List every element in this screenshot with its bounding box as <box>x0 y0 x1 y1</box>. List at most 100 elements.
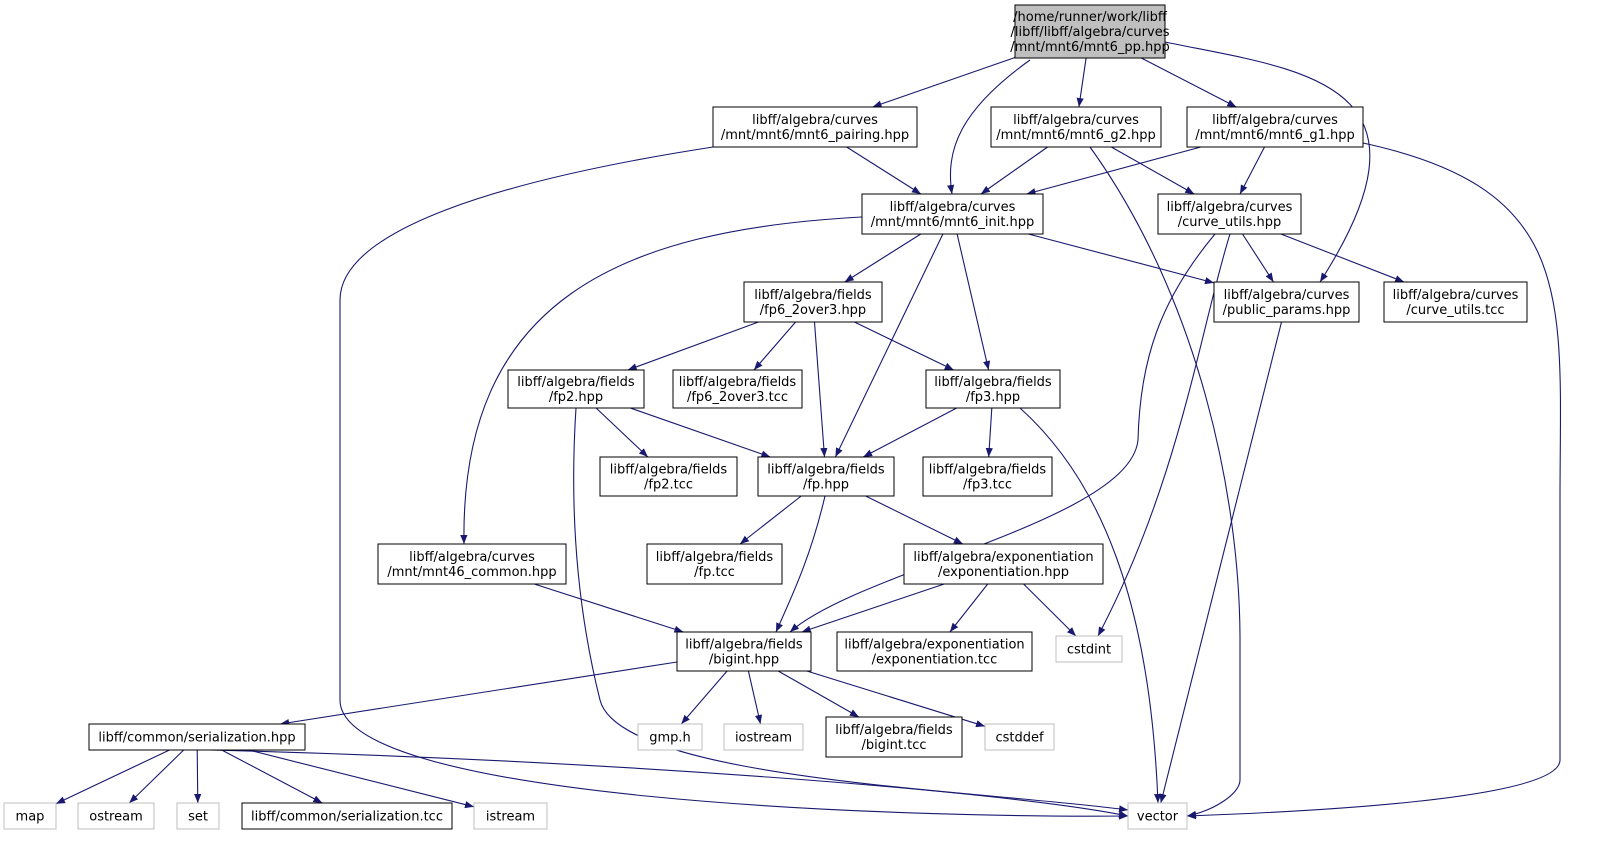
node-fp3_tcc[interactable]: libff/algebra/fields/fp3.tcc <box>922 456 1053 497</box>
node-label-fp_tcc-line1: /fp.tcc <box>694 565 735 580</box>
node-label-fp-line1: /fp.hpp <box>803 478 849 493</box>
node-set[interactable]: set <box>176 802 220 830</box>
nodes-layer: /home/runner/work/libff/libff/libff/alge… <box>3 4 1528 830</box>
node-label-fp6_tcc-line1: /fp6_2over3.tcc <box>687 390 788 405</box>
node-label-fp2-line1: /fp2.hpp <box>549 390 603 405</box>
edge-init-to-public_params <box>1028 233 1215 285</box>
node-box-fp_tcc <box>646 543 783 585</box>
node-cstddef[interactable]: cstddef <box>984 723 1055 751</box>
node-box-pairing <box>712 106 918 148</box>
edge-serialization-to-map <box>55 749 170 805</box>
edge-serialization-to-serialization_tcc <box>221 749 323 804</box>
node-init[interactable]: libff/algebra/curves/mnt/mnt6/mnt6_init.… <box>861 193 1044 235</box>
node-iostream[interactable]: iostream <box>723 723 804 751</box>
node-mnt46[interactable]: libff/algebra/curves/mnt/mnt46_common.hp… <box>377 543 567 585</box>
node-box-init <box>861 193 1044 235</box>
node-label-curve_utils_tcc-line1: /curve_utils.tcc <box>1406 303 1504 318</box>
edge-expo-to-expo_tcc <box>949 583 989 633</box>
edge-g2-to-init <box>980 146 1048 195</box>
node-label-fp3-line1: /fp3.hpp <box>966 390 1020 405</box>
node-label-root-line0: /home/runner/work/libff <box>1013 10 1168 25</box>
edge-fp6-to-fp3 <box>854 321 954 371</box>
node-label-fp2_tcc-line1: /fp2.tcc <box>644 478 693 493</box>
node-label-fp_tcc-line0: libff/algebra/fields <box>656 550 774 565</box>
edge-root-to-g1 <box>1141 57 1237 108</box>
node-label-g1-line1: /mnt/mnt6/mnt6_g1.hpp <box>1195 128 1355 143</box>
node-serialization[interactable]: libff/common/serialization.hpp <box>88 723 306 751</box>
node-vector[interactable]: vector <box>1127 802 1188 830</box>
edge-fp-to-bigint <box>775 495 826 633</box>
node-serialization_tcc[interactable]: libff/common/serialization.tcc <box>241 802 453 830</box>
node-box-map <box>3 802 57 830</box>
node-label-fp3_tcc-line1: /fp3.tcc <box>963 478 1012 493</box>
node-g2[interactable]: libff/algebra/curves/mnt/mnt6/mnt6_g2.hp… <box>990 106 1162 148</box>
node-g1[interactable]: libff/algebra/curves/mnt/mnt6/mnt6_g1.hp… <box>1186 106 1364 148</box>
node-fp_tcc[interactable]: libff/algebra/fields/fp.tcc <box>646 543 783 585</box>
node-map[interactable]: map <box>3 802 57 830</box>
node-curve_utils[interactable]: libff/algebra/curves/curve_utils.hpp <box>1157 193 1302 235</box>
node-expo_tcc[interactable]: libff/algebra/exponentiation/exponentiat… <box>836 631 1033 672</box>
node-pairing[interactable]: libff/algebra/curves/mnt/mnt6/mnt6_pairi… <box>712 106 918 148</box>
node-box-fp <box>757 456 895 497</box>
edge-fp3-to-vector <box>1019 407 1162 804</box>
edge-bigint-to-gmp <box>680 670 728 725</box>
edge-bigint-to-iostream <box>747 670 763 725</box>
node-bigint[interactable]: libff/algebra/fields/bigint.hpp <box>676 631 812 672</box>
node-fp6_tcc[interactable]: libff/algebra/fields/fp6_2over3.tcc <box>672 369 803 409</box>
node-box-fp6_tcc <box>672 369 803 409</box>
node-label-init-line0: libff/algebra/curves <box>890 200 1016 215</box>
node-gmp[interactable]: gmp.h <box>637 723 703 751</box>
node-box-public_params <box>1213 281 1360 323</box>
edge-fp3-to-fp3_tcc <box>985 407 993 458</box>
node-box-fp6 <box>743 281 883 323</box>
node-label-expo_tcc-line0: libff/algebra/exponentiation <box>844 638 1024 653</box>
node-fp2[interactable]: libff/algebra/fields/fp2.hpp <box>507 369 645 409</box>
node-label-fp6-line1: /fp6_2over3.hpp <box>760 303 866 318</box>
node-box-serialization_tcc <box>241 802 453 830</box>
node-box-gmp <box>637 723 703 751</box>
node-box-curve_utils <box>1157 193 1302 235</box>
edge-root-to-init <box>947 59 1031 195</box>
node-label-set-line0: set <box>188 810 208 825</box>
edges-layer <box>55 41 1562 820</box>
edge-curve_utils-to-bigint <box>789 233 1216 633</box>
node-root[interactable]: /home/runner/work/libff/libff/libff/alge… <box>1010 4 1170 59</box>
node-label-g2-line1: /mnt/mnt6/mnt6_g2.hpp <box>996 128 1156 143</box>
edge-fp6-to-fp <box>813 321 828 458</box>
node-fp3[interactable]: libff/algebra/fields/fp3.hpp <box>925 369 1061 409</box>
node-box-set <box>176 802 220 830</box>
node-fp[interactable]: libff/algebra/fields/fp.hpp <box>757 456 895 497</box>
edge-serialization-to-ostream <box>128 749 185 804</box>
edge-g2-to-vector <box>1089 146 1241 818</box>
node-label-mnt46-line1: /mnt/mnt46_common.hpp <box>387 565 556 580</box>
node-label-serialization-line0: libff/common/serialization.hpp <box>98 731 295 746</box>
edge-fp6-to-fp2 <box>627 321 759 371</box>
edge-g2-to-curve_utils <box>1111 146 1195 195</box>
node-box-vector <box>1127 802 1188 830</box>
node-label-curve_utils_tcc-line0: libff/algebra/curves <box>1393 288 1519 303</box>
edge-bigint-to-serialization <box>280 661 678 727</box>
node-label-init-line1: /mnt/mnt6/mnt6_init.hpp <box>871 215 1035 230</box>
node-curve_utils_tcc[interactable]: libff/algebra/curves/curve_utils.tcc <box>1383 281 1528 323</box>
node-box-expo_tcc <box>836 631 1033 672</box>
node-cstdint[interactable]: cstdint <box>1055 635 1123 663</box>
edge-fp2-to-fp <box>630 407 771 458</box>
node-ostream[interactable]: ostream <box>77 802 155 830</box>
node-fp6[interactable]: libff/algebra/fields/fp6_2over3.hpp <box>743 281 883 323</box>
node-label-curve_utils-line0: libff/algebra/curves <box>1167 200 1293 215</box>
node-bigint_tcc[interactable]: libff/algebra/fields/bigint.tcc <box>825 716 963 758</box>
edge-fp-to-fp_tcc <box>739 495 802 545</box>
node-istream[interactable]: istream <box>473 802 548 830</box>
edge-g1-to-curve_utils <box>1239 146 1265 195</box>
node-box-fp3 <box>925 369 1061 409</box>
node-label-cstdint-line0: cstdint <box>1067 643 1111 658</box>
edge-pairing-to-init <box>846 146 922 195</box>
node-label-fp3_tcc-line0: libff/algebra/fields <box>929 463 1047 478</box>
node-label-expo-line1: /exponentiation.hpp <box>938 565 1069 580</box>
edge-init-to-fp6 <box>844 233 922 283</box>
node-public_params[interactable]: libff/algebra/curves/public_params.hpp <box>1213 281 1360 323</box>
node-label-iostream-line0: iostream <box>735 731 792 746</box>
node-expo[interactable]: libff/algebra/exponentiation/exponentiat… <box>903 543 1104 585</box>
node-fp2_tcc[interactable]: libff/algebra/fields/fp2.tcc <box>599 456 738 497</box>
edge-serialization-to-vector <box>209 749 1129 818</box>
